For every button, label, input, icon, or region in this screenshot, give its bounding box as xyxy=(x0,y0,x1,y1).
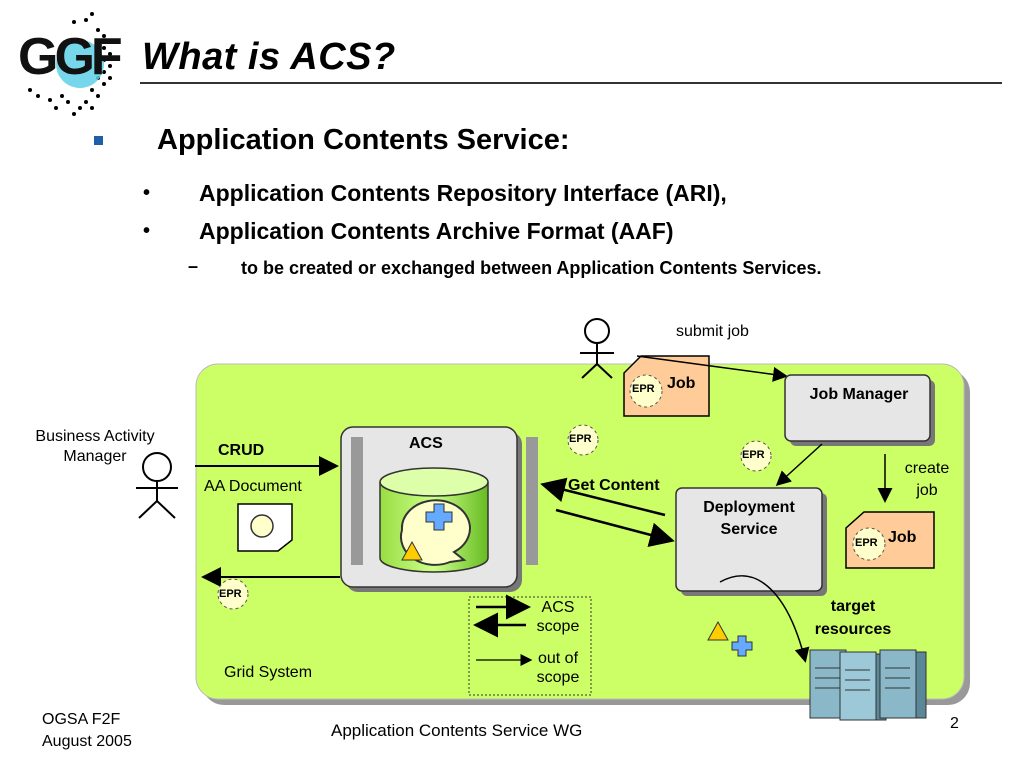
job-label-top: Job xyxy=(667,375,696,392)
bam-label: Business Activity Manager xyxy=(35,428,155,465)
epr-label: EPR xyxy=(219,588,242,600)
bullet-aaf: Application Contents Archive Format (AAF… xyxy=(199,218,674,244)
server-icons xyxy=(809,649,927,721)
bullet-acs: Application Contents Service: xyxy=(157,124,570,156)
bullet-ari: Application Contents Repository Interfac… xyxy=(199,180,727,206)
dot-bullet-icon: • xyxy=(143,220,151,242)
page-number: 2 xyxy=(950,715,959,732)
legend-acs-scope-label: ACS scope xyxy=(536,599,580,635)
deployment-service-box xyxy=(675,487,823,592)
footer-center-title: Application Contents Service WG xyxy=(331,721,583,740)
epr-label: EPR xyxy=(742,449,765,461)
epr-label: EPR xyxy=(569,433,592,445)
deployment-service-label: Deployment Service xyxy=(703,499,795,538)
page-title: What is ACS? xyxy=(142,36,396,78)
job-manager-label: Job Manager xyxy=(809,386,909,403)
ggf-logo: GGF xyxy=(18,12,125,116)
epr-token xyxy=(629,374,663,408)
acs-right-bar xyxy=(526,437,538,565)
footer-event-date: OGSA F2F August 2005 xyxy=(42,711,132,750)
bam-figure xyxy=(136,452,178,519)
dot-bullet-icon: • xyxy=(143,182,151,204)
acs-left-bar xyxy=(351,437,363,565)
acs-label: ACS xyxy=(409,435,443,452)
grid-system-label: Grid System xyxy=(224,664,313,681)
dash-bullet-icon: – xyxy=(188,256,199,276)
aa-document-label: AA Document xyxy=(204,478,302,495)
user-figure-top xyxy=(580,318,614,379)
get-content-label: Get Content xyxy=(568,477,660,494)
job-label-right: Job xyxy=(888,529,917,546)
epr-label: EPR xyxy=(632,383,655,395)
epr-label: EPR xyxy=(855,537,878,549)
bullet-exchange: to be created or exchanged between Appli… xyxy=(241,258,822,278)
target-resources-label: target resources xyxy=(814,598,892,638)
legend-out-of-scope-label: out of scope xyxy=(536,650,580,686)
job-manager-box xyxy=(784,374,931,442)
title-rule xyxy=(140,82,1002,84)
create-job-label: create job xyxy=(904,460,950,499)
ggf-logo-text: GGF xyxy=(18,28,121,86)
square-bullet-icon xyxy=(94,136,103,145)
submit-job-label: submit job xyxy=(676,323,749,340)
crud-label: CRUD xyxy=(218,442,265,459)
